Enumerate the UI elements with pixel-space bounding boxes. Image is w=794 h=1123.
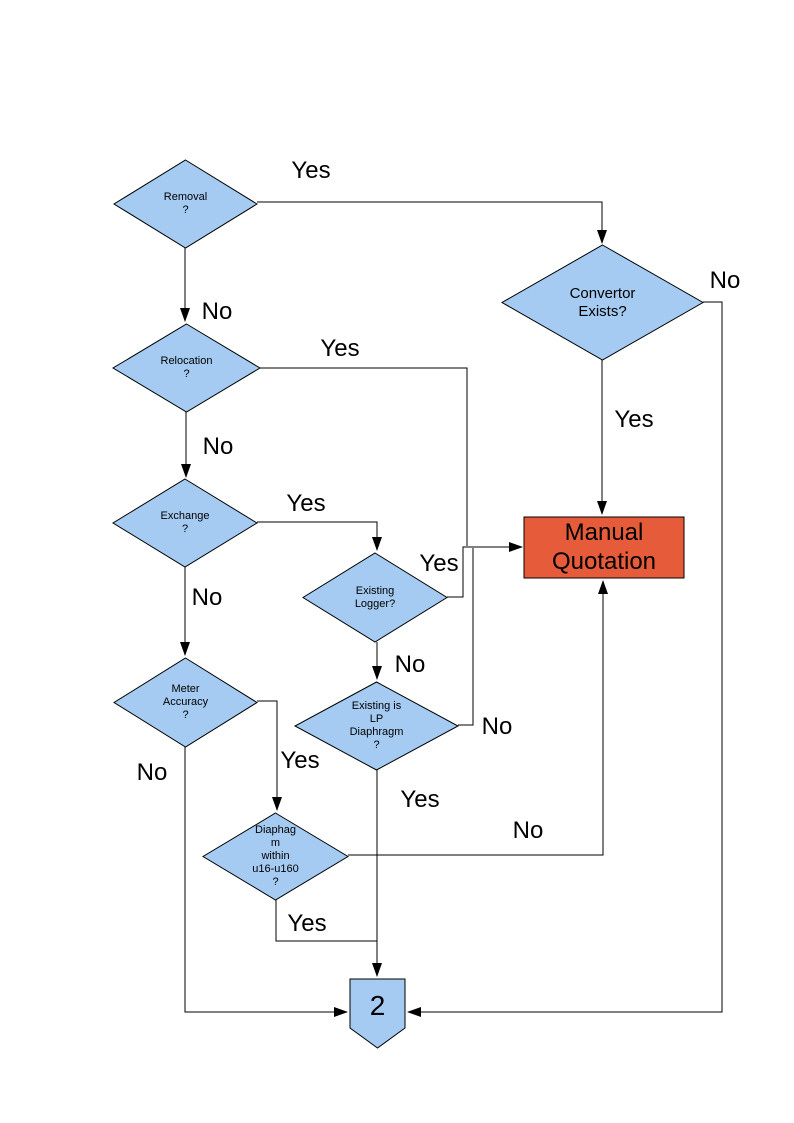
edge-removal-yes [257,201,607,244]
node-label-line: Removal [163,191,208,204]
edge-label-convertor-exists-no: No [709,267,741,294]
edge-label-meter-accuracy-no: No [136,759,168,786]
node-label-line: within [261,850,290,863]
node-exchange: Exchange? [112,478,258,568]
decision-shape [113,159,258,249]
decision-shape [113,657,258,748]
edge-exchange-yes [257,521,382,551]
node-label-line: Diaphragm [349,726,404,738]
edge-label-diaphragm-range-no: No [512,817,544,844]
node-label-line: m [270,837,281,850]
node-label-line: Accuracy [162,696,209,709]
edge-label-diaphragm-range-yes: Yes [287,910,327,937]
node-label-removal: Removal? [114,160,257,248]
node-label-line: ? [373,738,380,751]
edge-label-existing-lp-diaphragm-no: No [481,713,513,740]
edge-label-existing-logger-no: No [394,651,426,678]
edge-label-relocation-yes: Yes [320,335,360,362]
node-label-relocation: Relocation? [113,324,260,412]
node-label-line: ? [272,875,279,888]
off-page-connector-shape [349,978,406,1049]
node-label-line: Manual [564,519,644,547]
edge-convertor-exists-no [407,301,723,1017]
edge-label-existing-lp-diaphragm-yes: Yes [400,786,440,813]
node-label-line: Existing [355,584,395,597]
node-label-line: Convertor [569,284,636,302]
node-label-line: ? [181,523,189,535]
node-label-line: Logger? [354,597,396,610]
node-label-line: ? [182,708,189,721]
node-label-line: Exists? [578,302,627,320]
node-label-line: 2 [369,989,386,1021]
decision-shape [293,681,460,771]
node-label-exchange: Exchange? [113,479,257,567]
edge-label-convertor-exists-yes: Yes [614,406,654,433]
edge-label-relocation-no: No [202,433,234,460]
node-label-line: ? [182,204,189,216]
node-label-line: Existing is [351,700,402,713]
node-label-line: Diaphag [255,824,296,837]
node-connector-2: 2 [349,978,406,1049]
node-label-line: Relocation [160,355,213,368]
decision-shape [500,244,705,361]
edge-meter-accuracy-no [184,747,348,1017]
node-label-line: ? [183,368,190,380]
edge-label-meter-accuracy-yes: Yes [280,747,320,774]
edge-relocation-yes [260,367,468,546]
edge-existing-lp-diaphragm-no [458,548,474,726]
node-label-line: LP [369,713,384,726]
edge-diaphragm-range-yes [275,900,377,942]
decision-shape [302,552,448,643]
edge-label-exchange-no: No [191,584,223,611]
process-shape [523,516,685,579]
node-removal: Removal? [113,159,258,249]
edge-label-removal-yes: Yes [291,157,331,184]
node-label-line: Exchange [160,510,210,523]
decision-shape [112,478,258,568]
node-label-line: Meter [171,683,200,696]
decision-shape [202,812,349,901]
edge-meter-accuracy-yes [257,700,282,811]
edge-label-exchange-yes: Yes [286,490,326,517]
edge-existing-logger-yes [447,542,523,598]
edge-label-removal-no: No [201,298,233,325]
node-label-line: Quotation [551,547,657,575]
node-label-connector-2: 2 [350,979,405,1048]
edge-diaphragm-range-no [348,580,608,856]
node-relocation: Relocation? [112,323,261,413]
edge-label-existing-logger-yes: Yes [419,550,459,577]
decision-shape [112,323,261,413]
node-label-line: u16-u160 [252,862,299,875]
